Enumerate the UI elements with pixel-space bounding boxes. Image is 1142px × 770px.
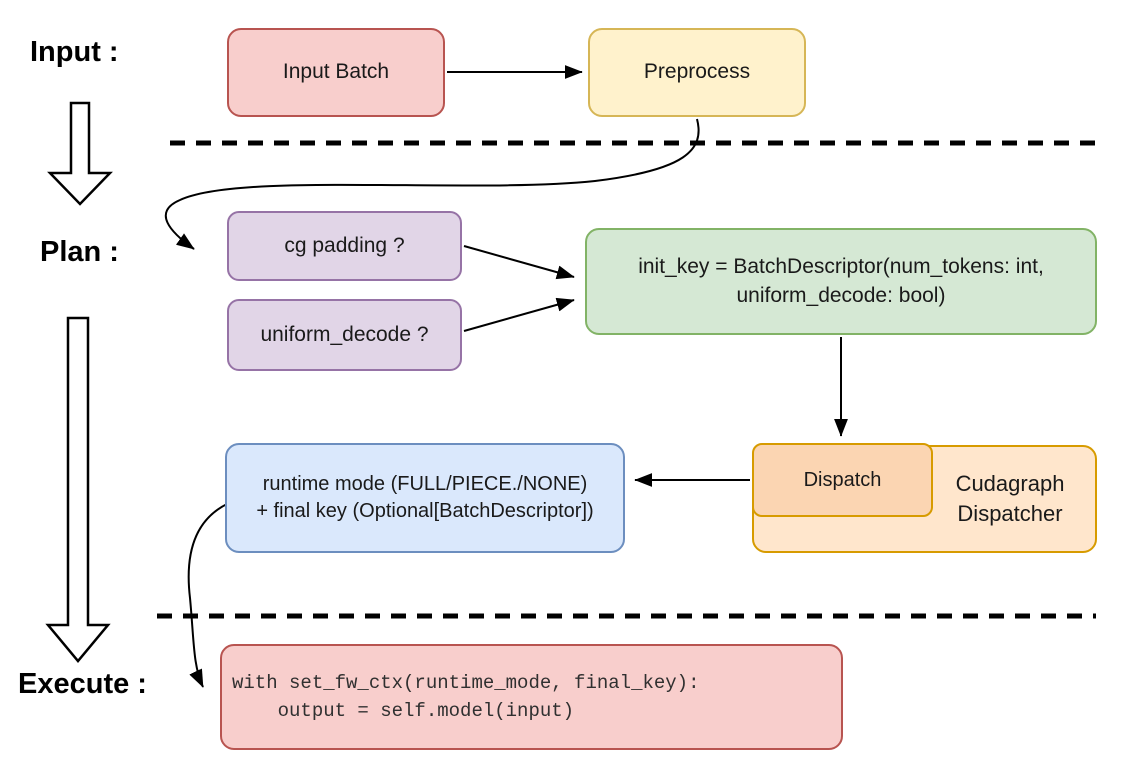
node-input-batch: Input Batch	[227, 28, 445, 117]
node-execute-code: with set_fw_ctx(runtime_mode, final_key)…	[220, 644, 843, 750]
node-uniform-decode: uniform_decode ?	[227, 299, 462, 371]
connector-runtimemode-executecode	[187, 503, 228, 688]
node-cg-padding: cg padding ?	[227, 211, 462, 281]
stage-label-input: Input :	[30, 36, 119, 68]
connector-preprocess-cgpadding	[164, 118, 700, 250]
stage-label-execute: Execute :	[18, 668, 147, 700]
down-arrow-icon	[47, 101, 113, 206]
cudagraph-dispatcher-label: Cudagraph Dispatcher	[955, 471, 1065, 526]
long-down-arrow-icon	[45, 316, 111, 663]
node-init-key: init_key = BatchDescriptor(num_tokens: i…	[585, 228, 1097, 335]
node-runtime-mode: runtime mode (FULL/PIECE./NONE) + final …	[225, 443, 625, 553]
stage-label-plan: Plan :	[40, 236, 119, 268]
node-preprocess: Preprocess	[588, 28, 806, 117]
node-dispatch: Dispatch	[752, 443, 933, 517]
connector-cgpadding-initkey	[463, 245, 575, 280]
connector-uniformdecode-initkey	[463, 297, 575, 332]
